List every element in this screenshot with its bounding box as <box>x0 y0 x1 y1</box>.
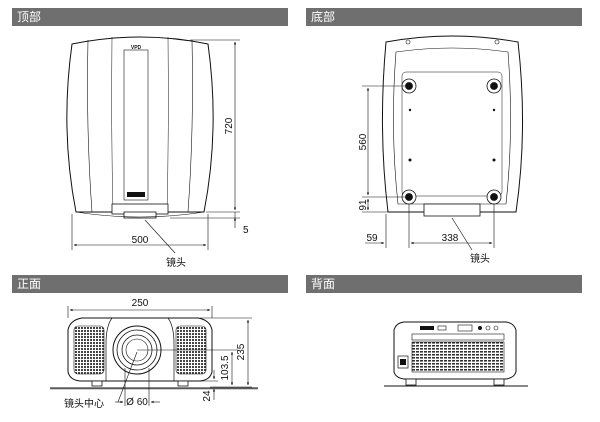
front-view-title: 正面 <box>17 277 42 291</box>
front-lens-center-label: 镜头中心 <box>64 397 104 410</box>
front-foot-height-label: 24 <box>202 390 213 402</box>
bottom-lens-label: 镜头 <box>470 252 490 265</box>
back-view-drawing <box>393 321 517 386</box>
top-lens-offset-label: 5 <box>243 225 249 236</box>
bottom-foot-span-label: 560 <box>358 133 369 150</box>
bottom-feet <box>401 78 502 205</box>
top-depth-label: 720 <box>224 117 235 134</box>
front-view-header: 正面 <box>12 275 288 293</box>
front-dimension-lines <box>67 306 252 406</box>
bottom-dimension-lines <box>362 85 495 251</box>
top-dimension-lines <box>71 39 240 254</box>
bottom-view-title: 底部 <box>311 10 336 24</box>
bottom-view-header: 底部 <box>306 8 582 26</box>
top-logo-text: VPD <box>131 45 142 51</box>
top-lens-label: 镜头 <box>166 256 186 269</box>
bottom-foot-width-label: 338 <box>442 233 459 244</box>
top-view-title: 顶部 <box>17 10 42 24</box>
back-view-header: 背面 <box>306 275 582 293</box>
back-view-title: 背面 <box>311 277 336 291</box>
front-lens-height-label: 103.5 <box>220 355 231 380</box>
bottom-front-offset-label: 91 <box>358 199 369 211</box>
top-view-drawing <box>66 36 214 219</box>
bottom-view-drawing <box>381 35 524 217</box>
top-view-header: 顶部 <box>12 8 288 26</box>
bottom-side-offset-label: 59 <box>366 233 378 244</box>
front-width-label: 250 <box>132 298 149 309</box>
front-height-label: 235 <box>236 343 247 360</box>
front-lens-diameter-label: Ø 60 <box>126 397 148 408</box>
top-width-label: 500 <box>132 235 149 246</box>
front-ground-line <box>50 387 258 390</box>
front-view-drawing <box>67 317 213 387</box>
